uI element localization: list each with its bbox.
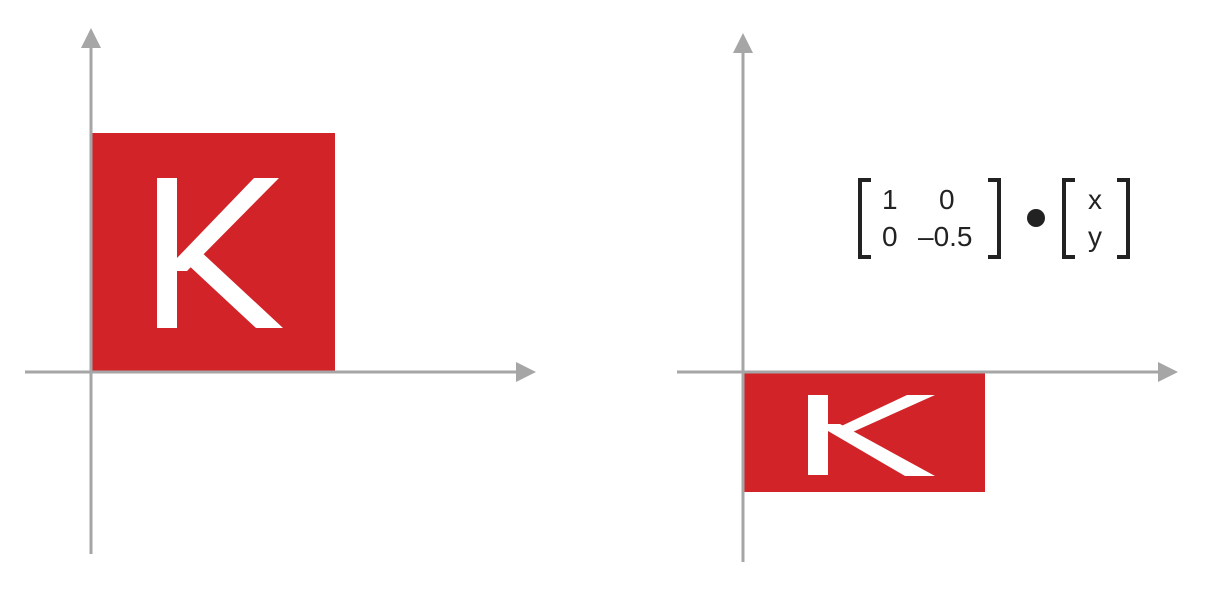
right-x-axis-arrow xyxy=(1158,362,1178,382)
dot-operator-icon xyxy=(1027,209,1045,227)
right-y-axis-arrow xyxy=(733,33,753,53)
vector-right-bracket xyxy=(1117,178,1130,259)
matrix-cell-r1c1: 1 xyxy=(882,184,898,215)
left-x-axis-arrow xyxy=(516,362,536,382)
vector-cell-x: x xyxy=(1088,184,1102,215)
matrix-cell-r1c2: 0 xyxy=(939,184,955,215)
vector-left-bracket xyxy=(1062,178,1075,259)
right-panel: 1 0 0 –0.5 x y xyxy=(677,33,1178,562)
original-k-box xyxy=(91,133,335,372)
matrix-equation: 1 0 0 –0.5 x y xyxy=(858,178,1130,259)
matrix-right-bracket xyxy=(988,178,1001,259)
vector-cell-y: y xyxy=(1088,221,1102,252)
matrix-cell-r2c1: 0 xyxy=(882,221,898,252)
original-k-letter xyxy=(157,178,283,328)
transformed-k-letter xyxy=(808,395,935,476)
transformed-k-box xyxy=(743,372,985,492)
left-y-axis-arrow xyxy=(81,28,101,48)
left-panel xyxy=(25,28,536,554)
matrix-cell-r2c2: –0.5 xyxy=(918,221,973,252)
matrix-left-bracket xyxy=(858,178,871,259)
